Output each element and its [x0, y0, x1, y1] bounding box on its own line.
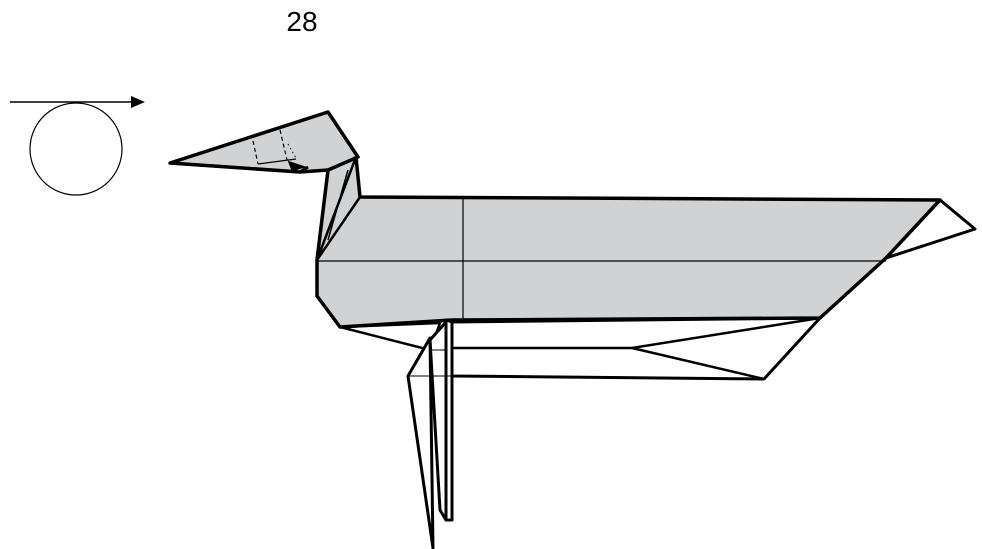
- body-colored-side: [315, 155, 942, 329]
- turn-over-arrowhead: [131, 96, 145, 108]
- turn-over-symbol: [10, 96, 145, 196]
- step-number: 28: [286, 6, 318, 37]
- neck-inner-crease: [327, 169, 349, 241]
- head-dashed-fold-1: [252, 140, 259, 165]
- turn-over-circle: [29, 102, 123, 196]
- belly-fold-diagonal: [631, 346, 765, 381]
- beak-lower-edge: [169, 161, 309, 174]
- head-dashed-fold-2: [279, 129, 288, 161]
- head-small-arrow: [287, 160, 307, 172]
- bird-legs: [406, 318, 454, 549]
- neck-base-fold: [315, 196, 362, 261]
- bird-body: [315, 155, 942, 329]
- leg-front-crease: [429, 339, 441, 511]
- head-small-crease: [257, 158, 297, 165]
- bird-head: [168, 110, 360, 174]
- leg-front: [406, 336, 435, 549]
